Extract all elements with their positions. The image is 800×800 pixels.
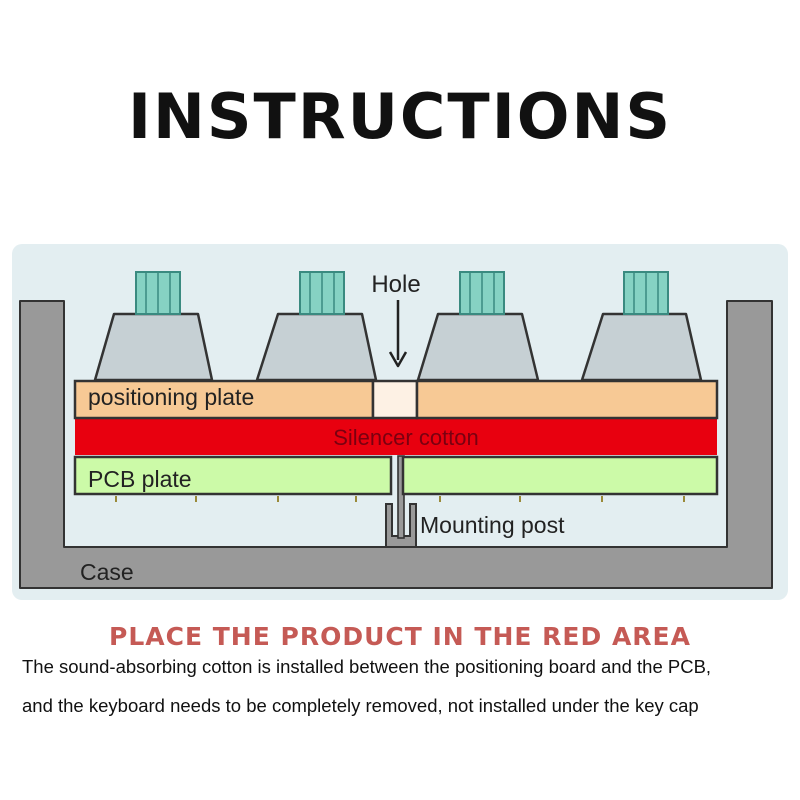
hole-label: Hole — [371, 271, 420, 298]
hole-arrow — [388, 300, 408, 368]
positioning-plate-left — [73, 379, 375, 420]
description-line-1: The sound-absorbing cotton is installed … — [22, 656, 712, 677]
silencer-cotton-label: Silencer cotton — [333, 425, 479, 450]
mounting-post — [385, 503, 417, 548]
hole — [371, 379, 419, 420]
silencer-cotton — [75, 419, 717, 455]
switch-body — [255, 312, 378, 382]
switch-body — [416, 312, 540, 382]
pcb-solder-pins — [115, 496, 685, 502]
pcb-plate-label: PCB plate — [88, 466, 192, 492]
headline: PLACE THE PRODUCT IN THE RED AREA — [109, 622, 691, 651]
page-title: INSTRUCTIONS — [127, 80, 673, 153]
switch-4 — [580, 271, 703, 382]
mounting-post-label: Mounting post — [420, 512, 565, 538]
keyboard-cross-section-diagram: Hole positioning plate Silencer cotton P… — [12, 244, 788, 600]
pcb-plate-left — [73, 455, 393, 496]
switch-body — [580, 312, 703, 382]
description-line-2: and the keyboard needs to be completely … — [22, 695, 699, 716]
positioning-plate-right — [415, 379, 719, 420]
positioning-plate-label: positioning plate — [88, 384, 254, 410]
switch-2 — [255, 271, 378, 382]
case-label: Case — [80, 559, 134, 585]
mounting-post-stem — [397, 455, 405, 539]
switch-body — [93, 312, 214, 382]
pcb-plate-right — [401, 455, 719, 496]
switch-1 — [93, 271, 214, 382]
switch-3 — [416, 271, 540, 382]
